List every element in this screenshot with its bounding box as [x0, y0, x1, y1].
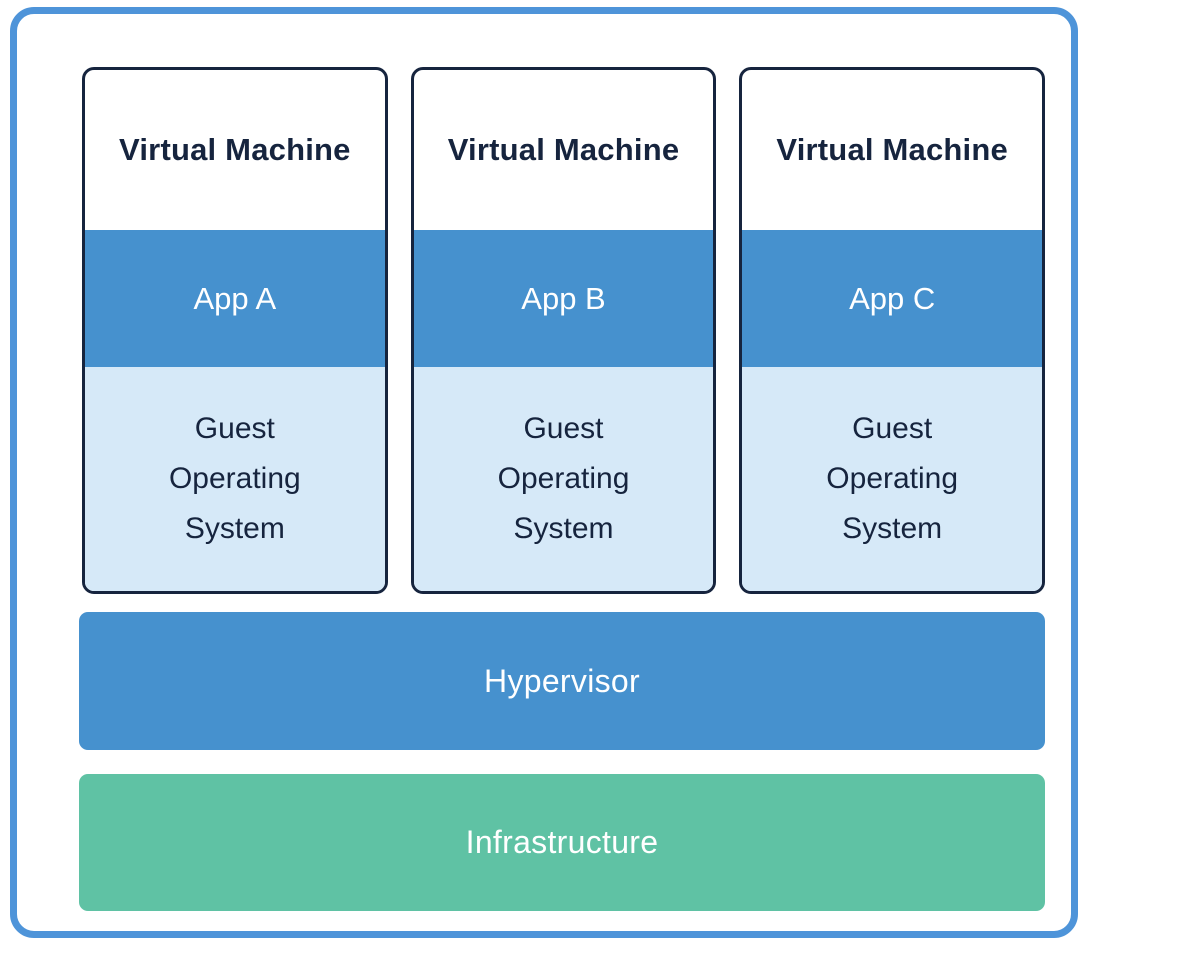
app-a-band: App A	[85, 230, 385, 367]
vm-box-3: Virtual Machine App C Guest Operating Sy…	[739, 67, 1046, 594]
hypervisor-layer: Hypervisor	[79, 612, 1045, 750]
vm-box-2: Virtual Machine App B Guest Operating Sy…	[410, 67, 717, 594]
vm-title: Virtual Machine	[447, 132, 680, 167]
guest-os-band: Guest Operating System	[742, 367, 1043, 591]
vm-title: Virtual Machine	[119, 132, 351, 167]
vm-title: Virtual Machine	[776, 132, 1008, 167]
app-b-band: App B	[413, 230, 714, 367]
app-c-band: App C	[742, 230, 1043, 367]
guest-os-label: Guest Operating System	[168, 412, 301, 545]
guest-os-band: Guest Operating System	[85, 367, 385, 591]
guest-os-band: Guest Operating System	[413, 367, 714, 591]
guest-os-label: Guest Operating System	[826, 412, 959, 545]
infrastructure-layer: Infrastructure	[79, 774, 1045, 911]
vm-row: Virtual Machine App A Guest Operating Sy…	[82, 67, 1046, 594]
vm-box-1: Virtual Machine App A Guest Operating Sy…	[82, 67, 388, 594]
outer-frame: Virtual Machine App A Guest Operating Sy…	[10, 7, 1078, 938]
guest-os-label: Guest Operating System	[497, 412, 630, 545]
